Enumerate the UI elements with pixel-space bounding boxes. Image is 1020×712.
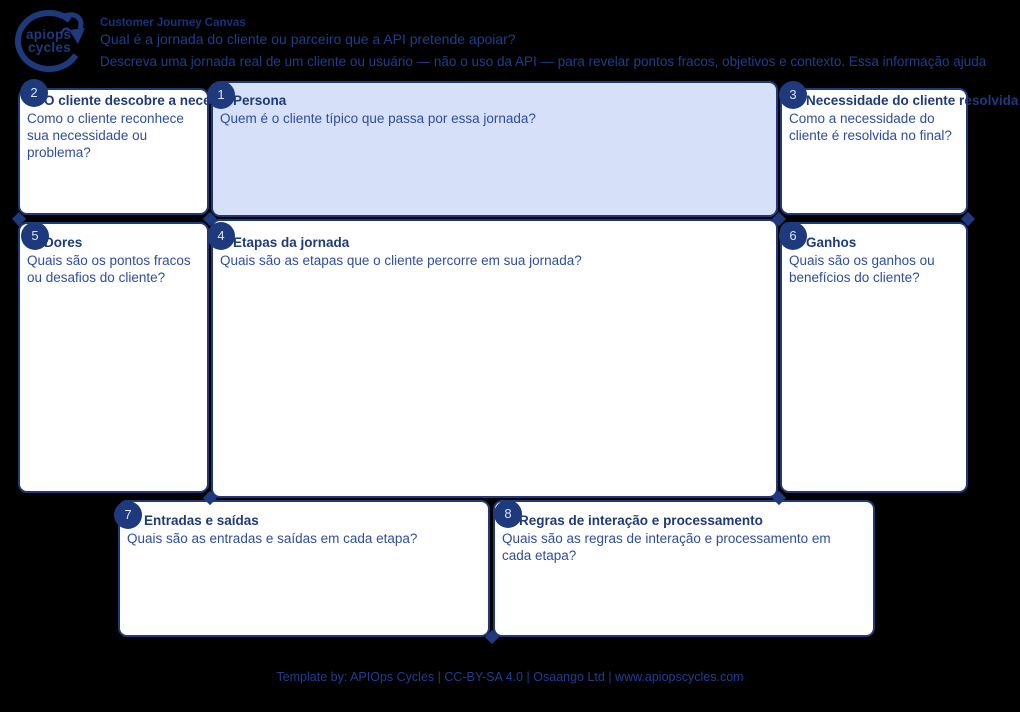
card-persona-title: Persona: [233, 93, 287, 108]
badge-2-discover: 2: [20, 79, 48, 107]
logo-text-line2: cycles: [28, 40, 71, 55]
card-gains-prompt: Quais são os ganhos ou benefícios do cli…: [789, 253, 935, 285]
canvas-description: Descreva uma jornada real de um cliente …: [100, 54, 987, 69]
card-pains-title: Dores: [44, 235, 83, 250]
card-persona: Persona Quem é o cliente típico que pass…: [211, 81, 778, 217]
card-inputs-outputs: Entradas e saídas Quais são as entradas …: [118, 500, 490, 637]
card-interaction-rules: Regras de interação e processamento Quai…: [493, 500, 875, 637]
card-journey-steps: Etapas da jornada Quais são as etapas qu…: [211, 219, 778, 498]
badge-6-gains: 6: [779, 222, 807, 250]
card-journey-steps-prompt: Quais são as etapas que o cliente percor…: [220, 253, 582, 268]
card-customer-discovers-need: O cliente descobre a necessidade Como o …: [18, 88, 261, 215]
badge-8-rules: 8: [494, 500, 522, 528]
card-pains: Dores Quais são os pontos fracos ou desa…: [18, 222, 209, 493]
canvas-title: Customer Journey Canvas: [100, 17, 246, 29]
badge-7-inputs-outputs: 7: [114, 501, 142, 529]
card-interaction-rules-prompt: Quais são as regras de interação e proce…: [502, 531, 831, 563]
card-customer-discovers-need-title: O cliente descobre a necessidade: [44, 93, 261, 108]
logo-text-line1: apiops: [26, 27, 71, 42]
badge-4-steps: 4: [207, 222, 235, 250]
badge-3-resolved: 3: [779, 81, 807, 109]
card-interaction-rules-title: Regras de interação e processamento: [519, 513, 763, 528]
apiops-cycles-logo: apiops cycles: [14, 9, 98, 75]
card-inputs-outputs-prompt: Quais são as entradas e saídas em cada e…: [127, 531, 418, 546]
card-customer-discovers-need-prompt: Como o cliente reconhece sua necessidade…: [27, 111, 184, 160]
footer-credit: Template by: APIOps Cycles | CC-BY-SA 4.…: [276, 670, 744, 684]
badge-5-pains: 5: [21, 222, 49, 250]
card-customer-need-resolved-title: Necessidade do cliente resolvida: [806, 93, 1019, 108]
card-persona-prompt: Quem é o cliente típico que passa por es…: [220, 111, 536, 126]
card-journey-steps-title: Etapas da jornada: [233, 235, 350, 250]
card-customer-need-resolved: Necessidade do cliente resolvida Como a …: [780, 88, 1019, 215]
card-customer-need-resolved-prompt: Como a necessidade do cliente é resolvid…: [789, 111, 952, 143]
card-inputs-outputs-title: Entradas e saídas: [144, 513, 259, 528]
card-gains-title: Ganhos: [806, 235, 857, 250]
canvas-question: Qual é a jornada do cliente ou parceiro …: [100, 31, 516, 47]
cycle-arrow-icon: apiops cycles: [15, 10, 85, 72]
badge-1-persona: 1: [207, 81, 235, 109]
card-gains: Ganhos Quais são os ganhos ou benefícios…: [780, 222, 968, 493]
card-pains-prompt: Quais são os pontos fracos ou desafios d…: [27, 253, 191, 285]
